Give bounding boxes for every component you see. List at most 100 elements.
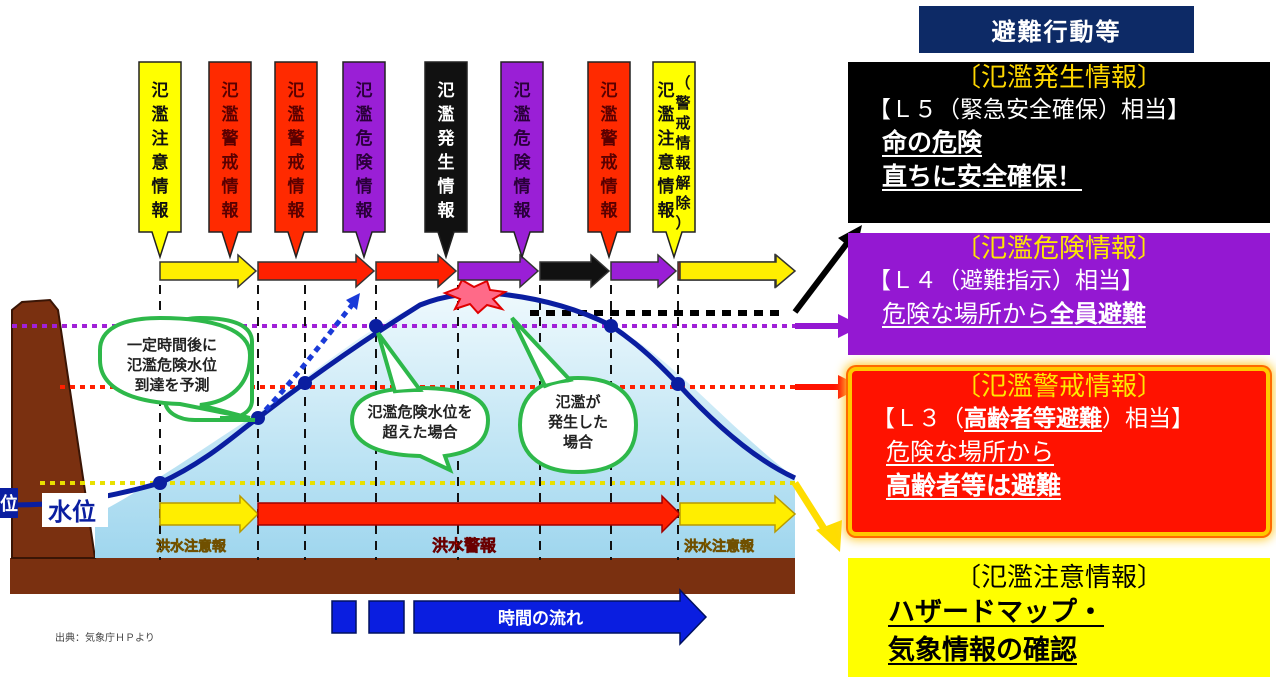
sign-char: 危 — [355, 128, 373, 149]
sign-char: 氾 — [288, 81, 305, 101]
sign-char: 発 — [437, 128, 456, 149]
sign-char: 氾 — [356, 81, 373, 101]
l3-sub-pre: 【Ｌ３（ — [872, 406, 964, 432]
sign-char: 警 — [600, 128, 618, 149]
l3-subtitle: 【Ｌ３（高齢者等避難）相当】 — [852, 403, 1266, 435]
sign-char: 情 — [152, 176, 169, 197]
sign-char: 氾 — [152, 81, 169, 101]
sign-char: 戒 — [222, 152, 239, 173]
sign-char: 濫 — [288, 104, 305, 125]
stage-arrow — [539, 253, 611, 289]
l2-line1: ハザードマップ・ — [888, 597, 1104, 628]
sign-char: 濫 — [152, 104, 169, 125]
curve-points — [153, 319, 685, 490]
action-box-l2: 〔氾濫注意情報〕 ハザードマップ・ 気象情報の確認 — [848, 558, 1270, 677]
l5-title: 〔氾濫発生情報〕 — [954, 63, 1163, 93]
l4-title: 〔氾濫危険情報〕 — [954, 234, 1163, 264]
l4-line-b: 全員避難 — [1050, 300, 1146, 328]
l3-line2: 高齢者等は避難 — [886, 471, 1062, 500]
sign-char: 氾 — [514, 81, 531, 101]
l3-line1: 危険な場所から — [886, 438, 1054, 466]
sign-char: 濫 — [438, 104, 455, 125]
left-water-label: 位 — [0, 493, 18, 515]
caution-label: 洪水注意報 — [156, 538, 227, 555]
stage-arrow — [159, 253, 258, 289]
sign-char: 意 — [152, 152, 169, 173]
sign-char: 報 — [152, 200, 170, 221]
caution-end-label: 洪水注意報 — [684, 538, 755, 555]
sign-char: 報 — [438, 200, 456, 221]
stage-arrow — [375, 253, 458, 289]
panel-header: 避難行動等 — [919, 6, 1194, 53]
warning-arrows — [159, 494, 797, 534]
sign-char: 戒 — [288, 152, 305, 173]
sign-char: 情 — [514, 176, 531, 197]
sign-char: 情 — [288, 176, 305, 197]
bubble-occur — [510, 316, 639, 475]
sign-char: 氾 — [601, 81, 618, 101]
sign-char: 除 — [675, 194, 691, 212]
sign-char: 報 — [601, 200, 619, 221]
sign-char: 報 — [675, 154, 691, 172]
stage-sign-6: 氾濫危険情報 — [500, 61, 544, 260]
stage-arrow — [610, 253, 678, 289]
stage-arrows — [159, 253, 797, 289]
l5-line1: 命の危険 — [882, 128, 983, 157]
stage-arrow — [257, 253, 376, 289]
action-box-l4: 〔氾濫危険情報〕 【Ｌ４（避難指示）相当】 危険な場所から全員避難 — [848, 233, 1270, 355]
sign-char: 生 — [438, 152, 455, 173]
sign-char: 氾 — [438, 81, 455, 101]
sign-char: 注 — [152, 128, 169, 149]
sign-char: 氾 — [658, 81, 675, 101]
bubble-occur-label: 氾濫が発生した場合 — [547, 393, 608, 451]
stage-sign-1: 氾濫注意情報 — [138, 61, 182, 260]
sign-char: 注 — [658, 128, 675, 149]
sign-char: 濫 — [658, 104, 675, 125]
source-credit: 出典：気象庁ＨＰより — [55, 631, 155, 644]
sign-char: 険 — [356, 152, 374, 173]
l4-line: 危険な場所から全員避難 — [848, 297, 1270, 331]
l3-sub-mid: 高齢者等避難 — [964, 406, 1102, 432]
time-flow-arrow — [331, 588, 708, 646]
l2-line2: 気象情報の確認 — [888, 635, 1077, 666]
sign-char: 情 — [356, 176, 373, 197]
sign-char: ） — [675, 214, 690, 232]
stage-sign-4: 氾濫危険情報 — [342, 61, 386, 260]
stage-arrow — [457, 253, 540, 289]
l2-title: 〔氾濫注意情報〕 — [954, 563, 1163, 593]
sign-char: 情 — [222, 176, 239, 197]
sign-char: 氾 — [222, 81, 239, 101]
bubble-exceed — [349, 331, 491, 474]
water-level-label: 水位 — [48, 498, 96, 526]
sign-char: 報 — [288, 200, 306, 221]
sign-char: 報 — [222, 200, 240, 221]
sign-char: 警 — [221, 128, 239, 149]
sign-char: 濫 — [356, 104, 373, 125]
sign-char: 情 — [675, 134, 690, 152]
stage-sign-5: 氾濫発生情報 — [424, 61, 468, 260]
stage-sign-2: 氾濫警戒情報 — [208, 61, 252, 260]
sign-char: 情 — [438, 176, 455, 197]
stage-arrow — [679, 253, 797, 289]
time-flow-label: 時間の流れ — [498, 608, 583, 629]
l5-subtitle: 【Ｌ５（緊急安全確保）相当】 — [868, 97, 1190, 123]
sign-char: 報 — [514, 200, 532, 221]
warning-label: 洪水警報 — [432, 536, 497, 555]
sign-char: 情 — [601, 176, 618, 197]
sign-char: 濫 — [514, 104, 531, 125]
sign-char: 濫 — [601, 104, 618, 125]
prediction-arrow — [256, 303, 354, 420]
action-box-l5: 〔氾濫発生情報〕 【Ｌ５（緊急安全確保）相当】 命の危険 直ちに安全確保！ — [848, 62, 1270, 223]
water-level-label-bg — [42, 493, 108, 527]
sign-char: 危 — [513, 128, 531, 149]
overflow-burst-icon — [442, 278, 509, 315]
sign-char: 報 — [658, 200, 676, 221]
sign-char: 警 — [287, 128, 305, 149]
stage-sign-7: 氾濫警戒情報 — [587, 61, 631, 260]
left-water-label-bg — [0, 488, 18, 518]
sign-char: 濫 — [222, 104, 239, 125]
l3-title: 〔氾濫警戒情報〕 — [954, 372, 1163, 402]
sign-char: 解 — [675, 174, 690, 192]
